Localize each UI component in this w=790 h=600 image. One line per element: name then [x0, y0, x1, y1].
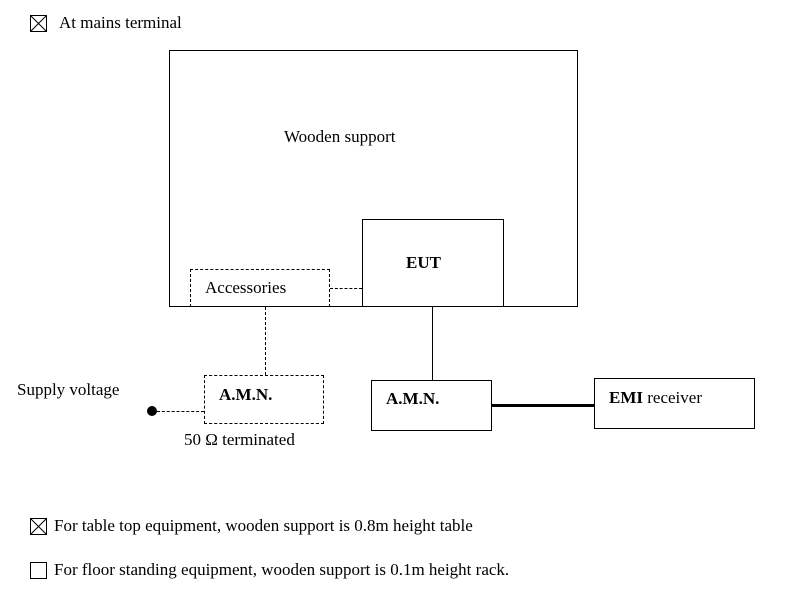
- checked-x-icon: [31, 16, 46, 31]
- amn-right-box: [371, 380, 492, 431]
- mains-terminal-checkbox[interactable]: [30, 15, 47, 32]
- checked-x-icon: [31, 519, 46, 534]
- amn-right-label: A.M.N.: [386, 389, 440, 408]
- eut-box: [362, 219, 504, 307]
- floor-standing-label: For floor standing equipment, wooden sup…: [54, 560, 510, 579]
- accessories-eut-connector: [330, 288, 362, 289]
- supply-amn-connector: [157, 411, 204, 412]
- supply-dot: [147, 406, 157, 416]
- emi-receiver-label: EMI receiver: [609, 388, 702, 408]
- emi-receiver-label-bold: EMI: [609, 388, 643, 407]
- accessories-box: [190, 269, 330, 307]
- accessories-label: Accessories: [205, 278, 287, 297]
- amn-left-box: [204, 375, 324, 424]
- emi-receiver-label-rest: receiver: [643, 388, 702, 407]
- amn-left-label: A.M.N.: [219, 385, 273, 404]
- table-top-checkbox[interactable]: [30, 518, 47, 535]
- supply-voltage-label: Supply voltage: [17, 380, 120, 399]
- terminated-label: 50 Ω terminated: [184, 430, 295, 449]
- emi-receiver-box: [594, 378, 755, 429]
- mains-terminal-label: At mains terminal: [59, 13, 182, 32]
- wooden-support-label: Wooden support: [284, 127, 396, 146]
- table-top-label: For table top equipment, wooden support …: [54, 516, 473, 535]
- eut-label: EUT: [406, 253, 441, 272]
- floor-standing-checkbox[interactable]: [30, 562, 47, 579]
- eut-amn-cable: [432, 307, 433, 380]
- accessories-amn-connector: [265, 307, 266, 375]
- amn-receiver-cable: [492, 404, 594, 407]
